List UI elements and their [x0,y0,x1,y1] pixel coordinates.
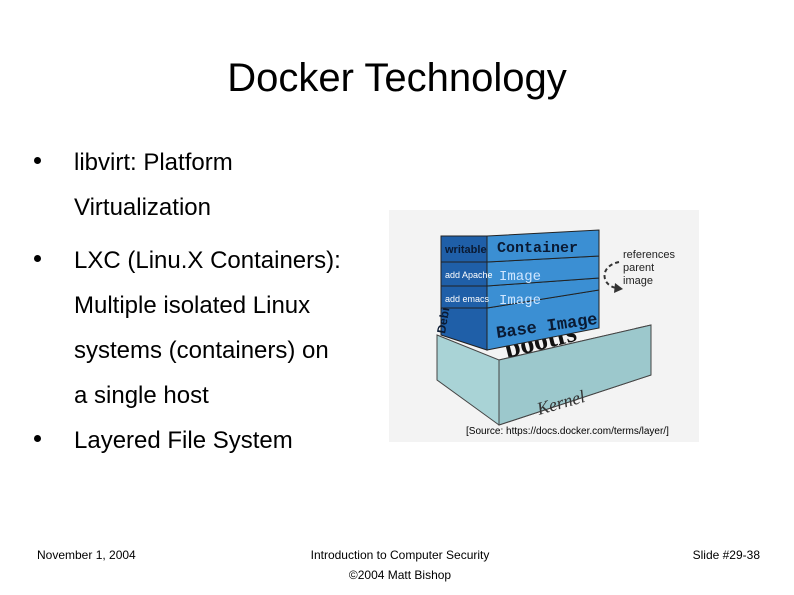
parent-arrow-icon [603,261,620,289]
image1-label: Image [499,269,541,285]
bullet-line: Virtualization [74,194,211,221]
writable-label: writable [444,244,487,256]
bullet-dot-icon [34,255,41,262]
container-label: Container [497,240,578,257]
image2-label: Image [499,293,541,309]
annotation-line-1: references [623,249,675,261]
add-apache-label: add Apache [445,270,493,280]
footer-course-title: Introduction to Computer Security [310,548,490,562]
bullet-libvirt: libvirt: Platform Virtualization [34,140,394,230]
container-front [486,229,600,263]
figure-caption: [Source: https://docs.docker.com/terms/l… [466,426,669,437]
footer-date: November 1, 2004 [37,548,136,562]
annotation-line-2: parent [623,262,654,274]
bullet-dot-icon [34,435,41,442]
docker-layers-diagram: bootfs Kernel Debian Base Image add emac… [434,229,675,426]
bullet-line: Multiple isolated Linux [74,292,311,319]
bullet-line: a single host [74,382,209,409]
docker-layers-figure: bootfs Kernel Debian Base Image add emac… [389,210,699,442]
kernel-front-face [498,324,652,426]
bullet-dot-icon [34,157,41,164]
annotation-line-3: image [623,275,653,287]
slide-title: Docker Technology [227,56,567,100]
bullet-line: Layered File System [74,427,293,454]
bullet-line: systems (containers) on [74,337,329,364]
bullet-lxc: LXC (Linu.X Containers): Multiple isolat… [34,238,394,418]
bullet-line: LXC (Linu.X Containers): [74,247,341,274]
footer-copyright: ©2004 Matt Bishop [348,568,452,582]
bullet-line: libvirt: Platform [74,149,233,176]
bullet-layered-fs: Layered File System [34,418,394,463]
footer-slide-number: Slide #29-38 [692,548,760,562]
footer-course: Introduction to Computer Security ©2004 … [280,545,520,585]
add-emacs-label: add emacs [445,294,490,304]
arrowhead-icon [614,283,623,293]
